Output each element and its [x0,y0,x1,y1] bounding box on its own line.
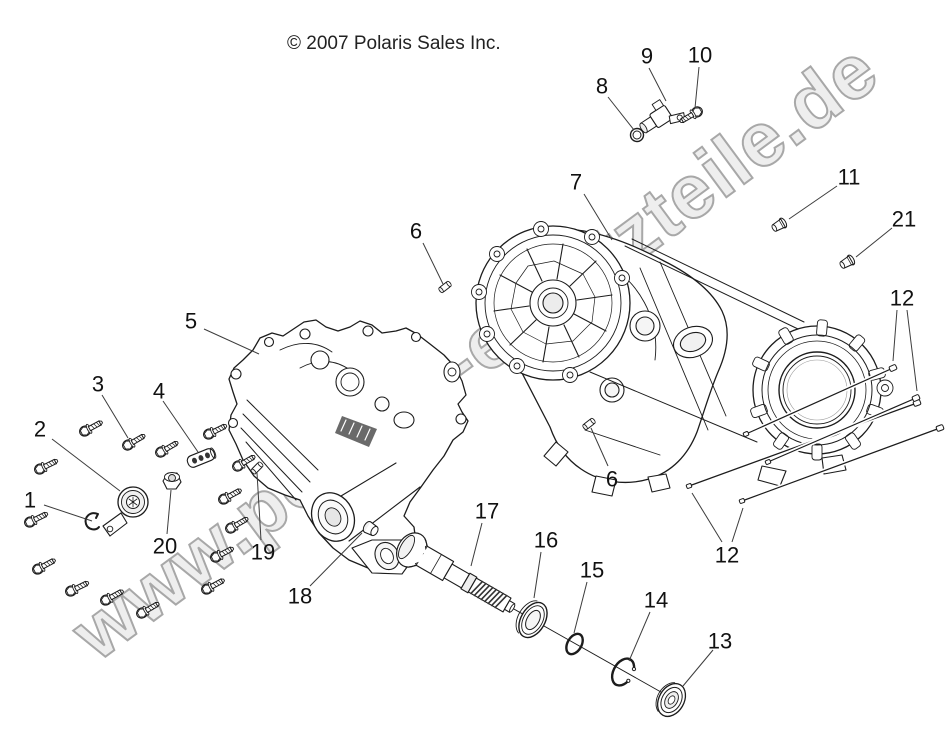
output-shaft-assembly [396,532,687,718]
part-number-label: 14 [644,588,668,613]
leader-line [203,328,260,355]
part-number-label: 12 [715,543,739,568]
leader-line [628,611,651,662]
leader-line [51,438,121,492]
long-bolt-layer [685,364,945,504]
part-number-label: 21 [892,207,916,232]
bolt-tip [738,498,746,504]
bushing [362,521,379,537]
part-number-label: 9 [641,44,653,69]
part-number-label: 15 [580,558,604,583]
part-number-label: 18 [288,584,312,609]
leader-line [855,227,893,258]
part-number-label: 2 [34,417,46,442]
leader-line [573,581,588,634]
bolt-fastener [134,598,162,621]
long-case-bolt [767,397,917,463]
leader-line [43,504,93,522]
bearing [515,600,548,639]
cover-ring-flange [750,319,894,487]
oil-seal [655,682,687,718]
bolt-tip [764,459,772,465]
bolt-fastener [30,554,58,577]
part-number-label: 3 [92,372,104,397]
leader-line [691,492,723,543]
bolt-fastener [208,543,237,565]
bolt-fastener [153,437,181,460]
leader-line [166,489,172,535]
bolt-head [911,394,921,402]
leader-line [694,66,700,109]
part-number-label: 12 [890,286,914,311]
leader-line [590,427,609,467]
leader-line [731,507,744,543]
leader-line [309,532,363,587]
leader-line [682,649,714,687]
part-number-label: 6 [410,219,422,244]
output-shaft [396,532,516,613]
dowel-pin [437,280,453,294]
leader-line [162,400,199,453]
fill-plug [837,253,857,272]
bolt-head [888,364,898,372]
part-number-label: 20 [153,534,177,559]
bolt-fastener [98,585,126,608]
leader-line [892,309,898,362]
rear-gearcase-cover [471,221,894,497]
part-number-label: 7 [570,170,582,195]
part-number-label: 4 [153,379,165,404]
leader-line [470,522,483,567]
snap-ring [610,657,637,687]
leader-line [788,185,838,220]
roll-pin [186,447,217,468]
bolt-fastener [63,577,92,599]
copyright-text: © 2007 Polaris Sales Inc. [287,33,501,54]
leader-line [101,394,129,439]
drain-plug [769,216,789,235]
bolt-fastener [32,455,61,477]
o-ring [565,632,584,656]
hex-nut [162,472,182,490]
roller-assembly [102,486,149,537]
leader-line [648,67,667,102]
part-number-label: 1 [24,488,36,513]
part-number-label: 8 [596,74,608,99]
leader-line [607,96,635,131]
long-case-bolt [741,427,941,502]
part-number-label: 11 [838,165,861,190]
sensor-o-ring [629,127,645,143]
leader-line [533,551,542,599]
long-case-bolt [745,367,894,435]
bolt-fastener [223,513,251,536]
bolt-fastener [77,416,105,439]
leader-line [256,472,262,541]
bolt-tip [685,483,693,489]
front-gearcase-half [227,319,469,575]
bolt-fastener [216,484,244,507]
part-number-label: 5 [185,309,197,334]
leader-line [583,193,613,241]
bolt-fastener [120,430,148,453]
bolt-fastener [201,420,230,442]
retaining-clip [84,512,100,531]
leader-line [906,309,918,392]
part-number-label: 17 [475,499,499,524]
part-number-label: 6 [606,467,618,492]
cover-ribbed-disc [471,221,631,383]
part-number-label: 16 [534,528,558,553]
bolt-tip [742,431,750,437]
bolt-fastener [199,574,227,597]
part-number-label: 10 [688,43,712,68]
bolt-head [935,424,945,432]
part-number-label: 13 [708,629,732,654]
leader-line [422,242,444,285]
part-number-label: 19 [251,540,275,565]
